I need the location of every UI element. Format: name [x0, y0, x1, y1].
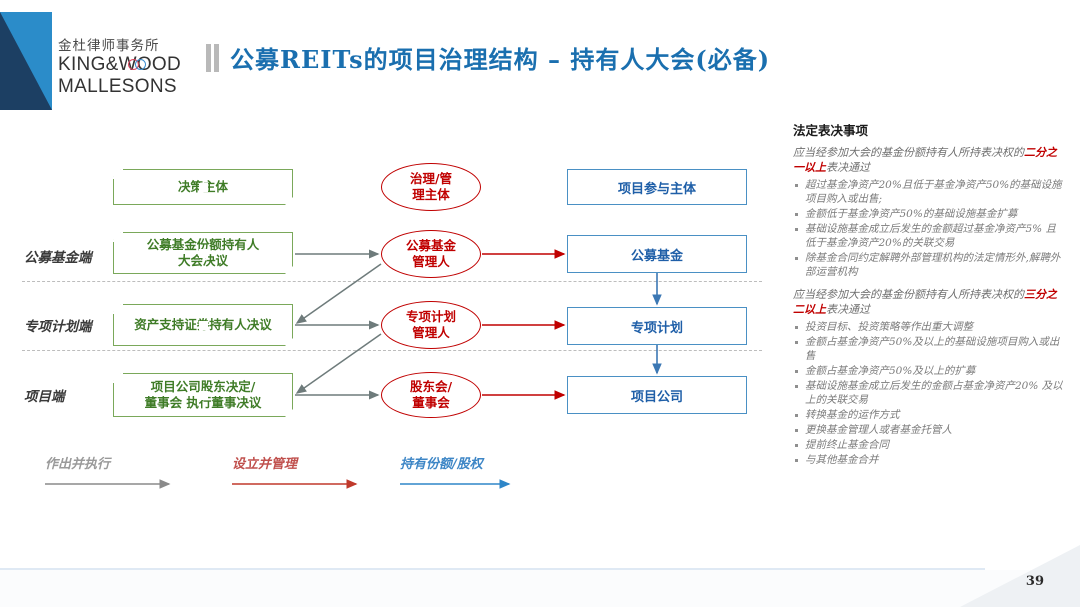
page-number: 39: [1025, 574, 1044, 589]
section2-lead: 应当经参加大会的基金份额持有人所持表决权的三分之二以上表决通过: [793, 288, 1065, 317]
legend-item-execute: 作出并执行: [45, 453, 175, 494]
green-box-project-shareholder-resolution: 项目公司股东决定/ 董事会 执行董事决议: [113, 373, 293, 417]
list-item: 基础设施基金成立后发生的金额超过基金净资产5% 且低于基金净资产20%的关联交易: [793, 222, 1065, 250]
list-item: 投资目标、投资策略等作出重大调整: [793, 320, 1065, 334]
section2-lead-after: 表决通过: [826, 302, 870, 316]
slide-header: 金杜律师事务所 KING&WOOD MALLESONS 公募REITs的项目治理…: [0, 0, 1080, 118]
logo-english-line1: KING&WOOD: [58, 54, 188, 76]
section1-bullet-list: 超过基金净资产20%且低于基金净资产50%的基础设施项目购入或出售; 金额低于基…: [793, 178, 1065, 279]
list-item: 转换基金的运作方式: [793, 408, 1065, 422]
green-box-fund-holder-resolution: 公募基金份额持有人 大会决议: [113, 232, 293, 274]
list-item: 基础设施基金成立后发生的金额占基金净资产20% 及以上的关联交易: [793, 379, 1065, 407]
green-box-abs-holder-resolution: 资产支持证券持有人决议: [113, 304, 293, 346]
list-item: 更换基金管理人或者基金托管人: [793, 423, 1065, 437]
panel-heading: 法定表决事项: [793, 123, 869, 138]
blue-box-special-plan: 专项计划: [567, 307, 747, 345]
footer-band: [0, 570, 1080, 607]
page-title: 公募REITs的项目治理结构 – 持有人大会(必备): [230, 45, 771, 74]
logo-english-line1-text: KING&WOOD: [58, 54, 182, 75]
band-separator-1: [22, 281, 762, 282]
section2-lead-highlight: 三分之二以上: [793, 288, 1057, 316]
list-item: 金额低于基金净资产50%的基础设施基金扩募: [793, 207, 1065, 221]
diagram-legend: 作出并执行 设立并管理 持有份额/股权: [0, 453, 790, 523]
title-accent-bars-icon: [206, 43, 219, 72]
blue-box-project-company: 项目公司: [567, 376, 747, 414]
list-item: 与其他基金合并: [793, 453, 1065, 467]
title-bar: 公募REITs的项目治理结构 – 持有人大会(必备): [206, 40, 770, 75]
section1-lead-after: 表决通过: [826, 160, 870, 174]
row-label-project: 项目端: [24, 389, 65, 405]
legend-arrow-gray-icon: [45, 479, 171, 489]
list-item: 超过基金净资产20%且低于基金净资产50%的基础设施项目购入或出售;: [793, 178, 1065, 206]
legend-label-execute: 作出并执行: [45, 457, 111, 472]
section1-lead: 应当经参加大会的基金份额持有人所持表决权的二分之一以上表决通过: [793, 146, 1065, 175]
row-label-public-fund: 公募基金端: [24, 250, 92, 266]
blue-box-public-fund: 公募基金: [567, 235, 747, 273]
band-separator-2: [22, 350, 762, 351]
list-item: 金额占基金净资产50%及以上的基础设施项目购入或出售: [793, 335, 1065, 363]
legend-item-holding: 持有份额/股权: [400, 453, 515, 494]
list-item: 提前终止基金合同: [793, 438, 1065, 452]
red-ellipse-shareholders-board: 股东会/ 董事会: [381, 372, 481, 418]
section1-lead-highlight: 二分之一以上: [793, 146, 1057, 174]
section2-lead-before: 应当经参加大会的基金份额持有人所持表决权的: [793, 288, 1024, 301]
header-box-decision-subject: 决策主体: [113, 169, 293, 205]
logo-circle-blue-icon: [135, 59, 146, 70]
list-item: 除基金合同约定解聘外部管理机构的法定情形外,解聘外部运营机构: [793, 251, 1065, 279]
red-ellipse-plan-manager: 专项计划 管理人: [381, 301, 481, 349]
legend-arrow-blue-icon: [400, 479, 511, 489]
footer-divider: [0, 568, 985, 570]
section1-lead-before: 应当经参加大会的基金份额持有人所持表决权的: [793, 146, 1024, 159]
legend-label-holding: 持有份额/股权: [400, 457, 483, 472]
legend-label-establish: 设立并管理: [232, 457, 298, 472]
logo-chinese-name: 金杜律师事务所: [58, 38, 160, 54]
logo-shape-light: [0, 12, 52, 110]
kwm-logo-text: 金杜律师事务所 KING&WOOD MALLESONS: [58, 38, 188, 98]
voting-matters-panel: 法定表决事项 应当经参加大会的基金份额持有人所持表决权的二分之一以上表决通过 超…: [793, 120, 1065, 476]
governance-structure-diagram: 公募基金端 专项计划端 项目端 决策主体 治理/管 理主体 项目参与主体 公募基…: [0, 118, 790, 548]
header-ellipse-governance-subject: 治理/管 理主体: [381, 163, 481, 211]
legend-arrow-red-icon: [232, 479, 358, 489]
legend-item-establish: 设立并管理: [232, 453, 362, 494]
row-label-abs-plan: 专项计划端: [24, 319, 92, 335]
logo-english-line2: MALLESONS: [58, 76, 177, 97]
header-box-participants: 项目参与主体: [567, 169, 747, 205]
red-ellipse-fund-manager: 公募基金 管理人: [381, 230, 481, 278]
list-item: 金额占基金净资产50%及以上的扩募: [793, 364, 1065, 378]
section2-bullet-list: 投资目标、投资策略等作出重大调整 金额占基金净资产50%及以上的基础设施项目购入…: [793, 320, 1065, 467]
kwm-logo-mark: [0, 12, 52, 110]
